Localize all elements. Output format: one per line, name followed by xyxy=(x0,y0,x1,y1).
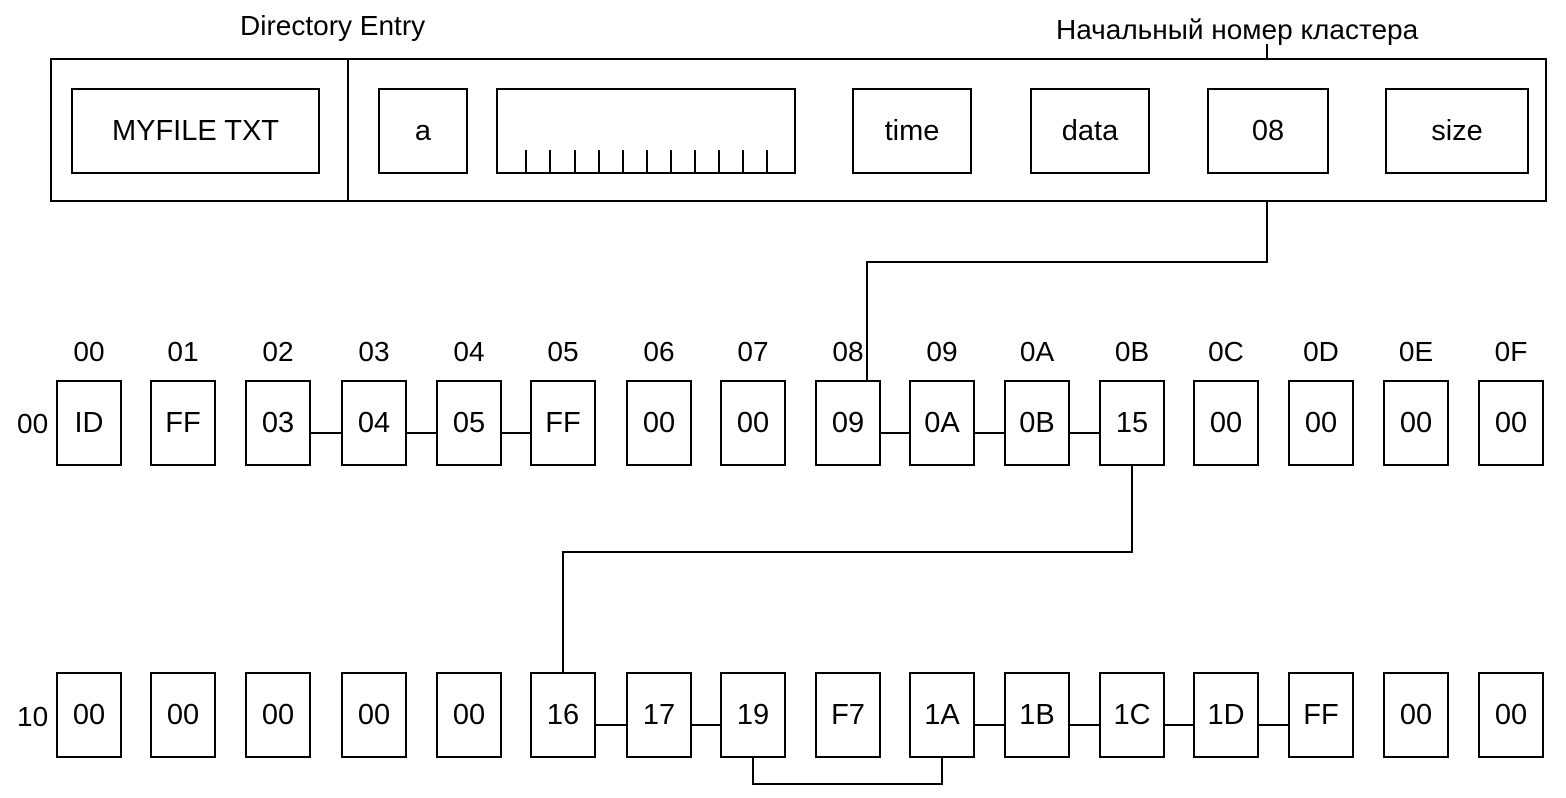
fat-column-header: 04 xyxy=(453,336,485,367)
fat-column-header: 0D xyxy=(1303,336,1339,367)
fat-cell: 05 xyxy=(436,380,502,466)
fat-cell: 09 xyxy=(815,380,881,466)
fat-cell: 1C xyxy=(1099,672,1165,758)
fat-cell: F7 xyxy=(815,672,881,758)
reserved-ticks xyxy=(525,150,768,172)
filename-field: MYFILE TXT xyxy=(71,88,320,174)
fat-cell: 17 xyxy=(626,672,692,758)
fat-cell: 00 xyxy=(1478,380,1544,466)
fat-column-header: 0E xyxy=(1398,336,1434,367)
fat-cell: 16 xyxy=(530,672,596,758)
fat-column-header: 03 xyxy=(358,336,390,367)
start-cluster-field: 08 xyxy=(1207,88,1329,174)
fat-cell: 0B xyxy=(1004,380,1070,466)
fat-column-header: 0C xyxy=(1208,336,1244,367)
time-field: time xyxy=(852,88,972,174)
directory-entry-divider xyxy=(347,58,349,202)
fat-cell: ID xyxy=(56,380,122,466)
fat-cell: 15 xyxy=(1099,380,1165,466)
fat-cell: 00 xyxy=(341,672,407,758)
directory-entry-title: Directory Entry xyxy=(240,10,426,41)
fat-cell: 00 xyxy=(1478,672,1544,758)
reserved-field xyxy=(496,88,796,174)
fat-cell: 00 xyxy=(720,380,786,466)
fat-cell: 1D xyxy=(1193,672,1259,758)
fat-cell: 00 xyxy=(1193,380,1259,466)
fat-column-header: 02 xyxy=(262,336,294,367)
start-cluster-caption: Начальный номер кластера xyxy=(1056,14,1419,45)
fat-row-label: 10 xyxy=(17,701,49,732)
fat-column-header: 09 xyxy=(926,336,958,367)
fat-column-header: 00 xyxy=(73,336,105,367)
fat-skip-arrow xyxy=(752,742,946,785)
fat-cell: FF xyxy=(1288,672,1354,758)
fat-cell: FF xyxy=(150,380,216,466)
fat-cell: 00 xyxy=(626,380,692,466)
fat-cell: 04 xyxy=(341,380,407,466)
fat-cell: 00 xyxy=(56,672,122,758)
fat-cell: 0A xyxy=(909,380,975,466)
fat-column-header: 05 xyxy=(547,336,579,367)
fat-cell: 03 xyxy=(245,380,311,466)
fat-column-header: 01 xyxy=(167,336,199,367)
fat-column-header: 0F xyxy=(1494,336,1528,367)
fat-cell: 00 xyxy=(436,672,502,758)
fat-cell: 00 xyxy=(1288,380,1354,466)
fat-cell: FF xyxy=(530,380,596,466)
fat-cell: 00 xyxy=(150,672,216,758)
fat-cell: 1A xyxy=(909,672,975,758)
fat-column-header: 0B xyxy=(1114,336,1150,367)
fat-cell: 1B xyxy=(1004,672,1070,758)
fat-column-header: 08 xyxy=(832,336,864,367)
fat-wrap-arrow xyxy=(559,450,1133,689)
fat-column-header: 07 xyxy=(737,336,769,367)
start-cluster-to-fat-arrow xyxy=(863,174,1268,397)
attribute-field: a xyxy=(378,88,468,174)
size-field: size xyxy=(1385,88,1529,174)
fat-row-label: 00 xyxy=(17,408,49,439)
fat-cell: 00 xyxy=(1383,380,1449,466)
fat-column-header: 06 xyxy=(643,336,675,367)
fat-cell: 19 xyxy=(720,672,786,758)
fat-column-header: 0A xyxy=(1019,336,1055,367)
fat-cell: 00 xyxy=(1383,672,1449,758)
date-field: data xyxy=(1030,88,1150,174)
fat-cell: 00 xyxy=(245,672,311,758)
